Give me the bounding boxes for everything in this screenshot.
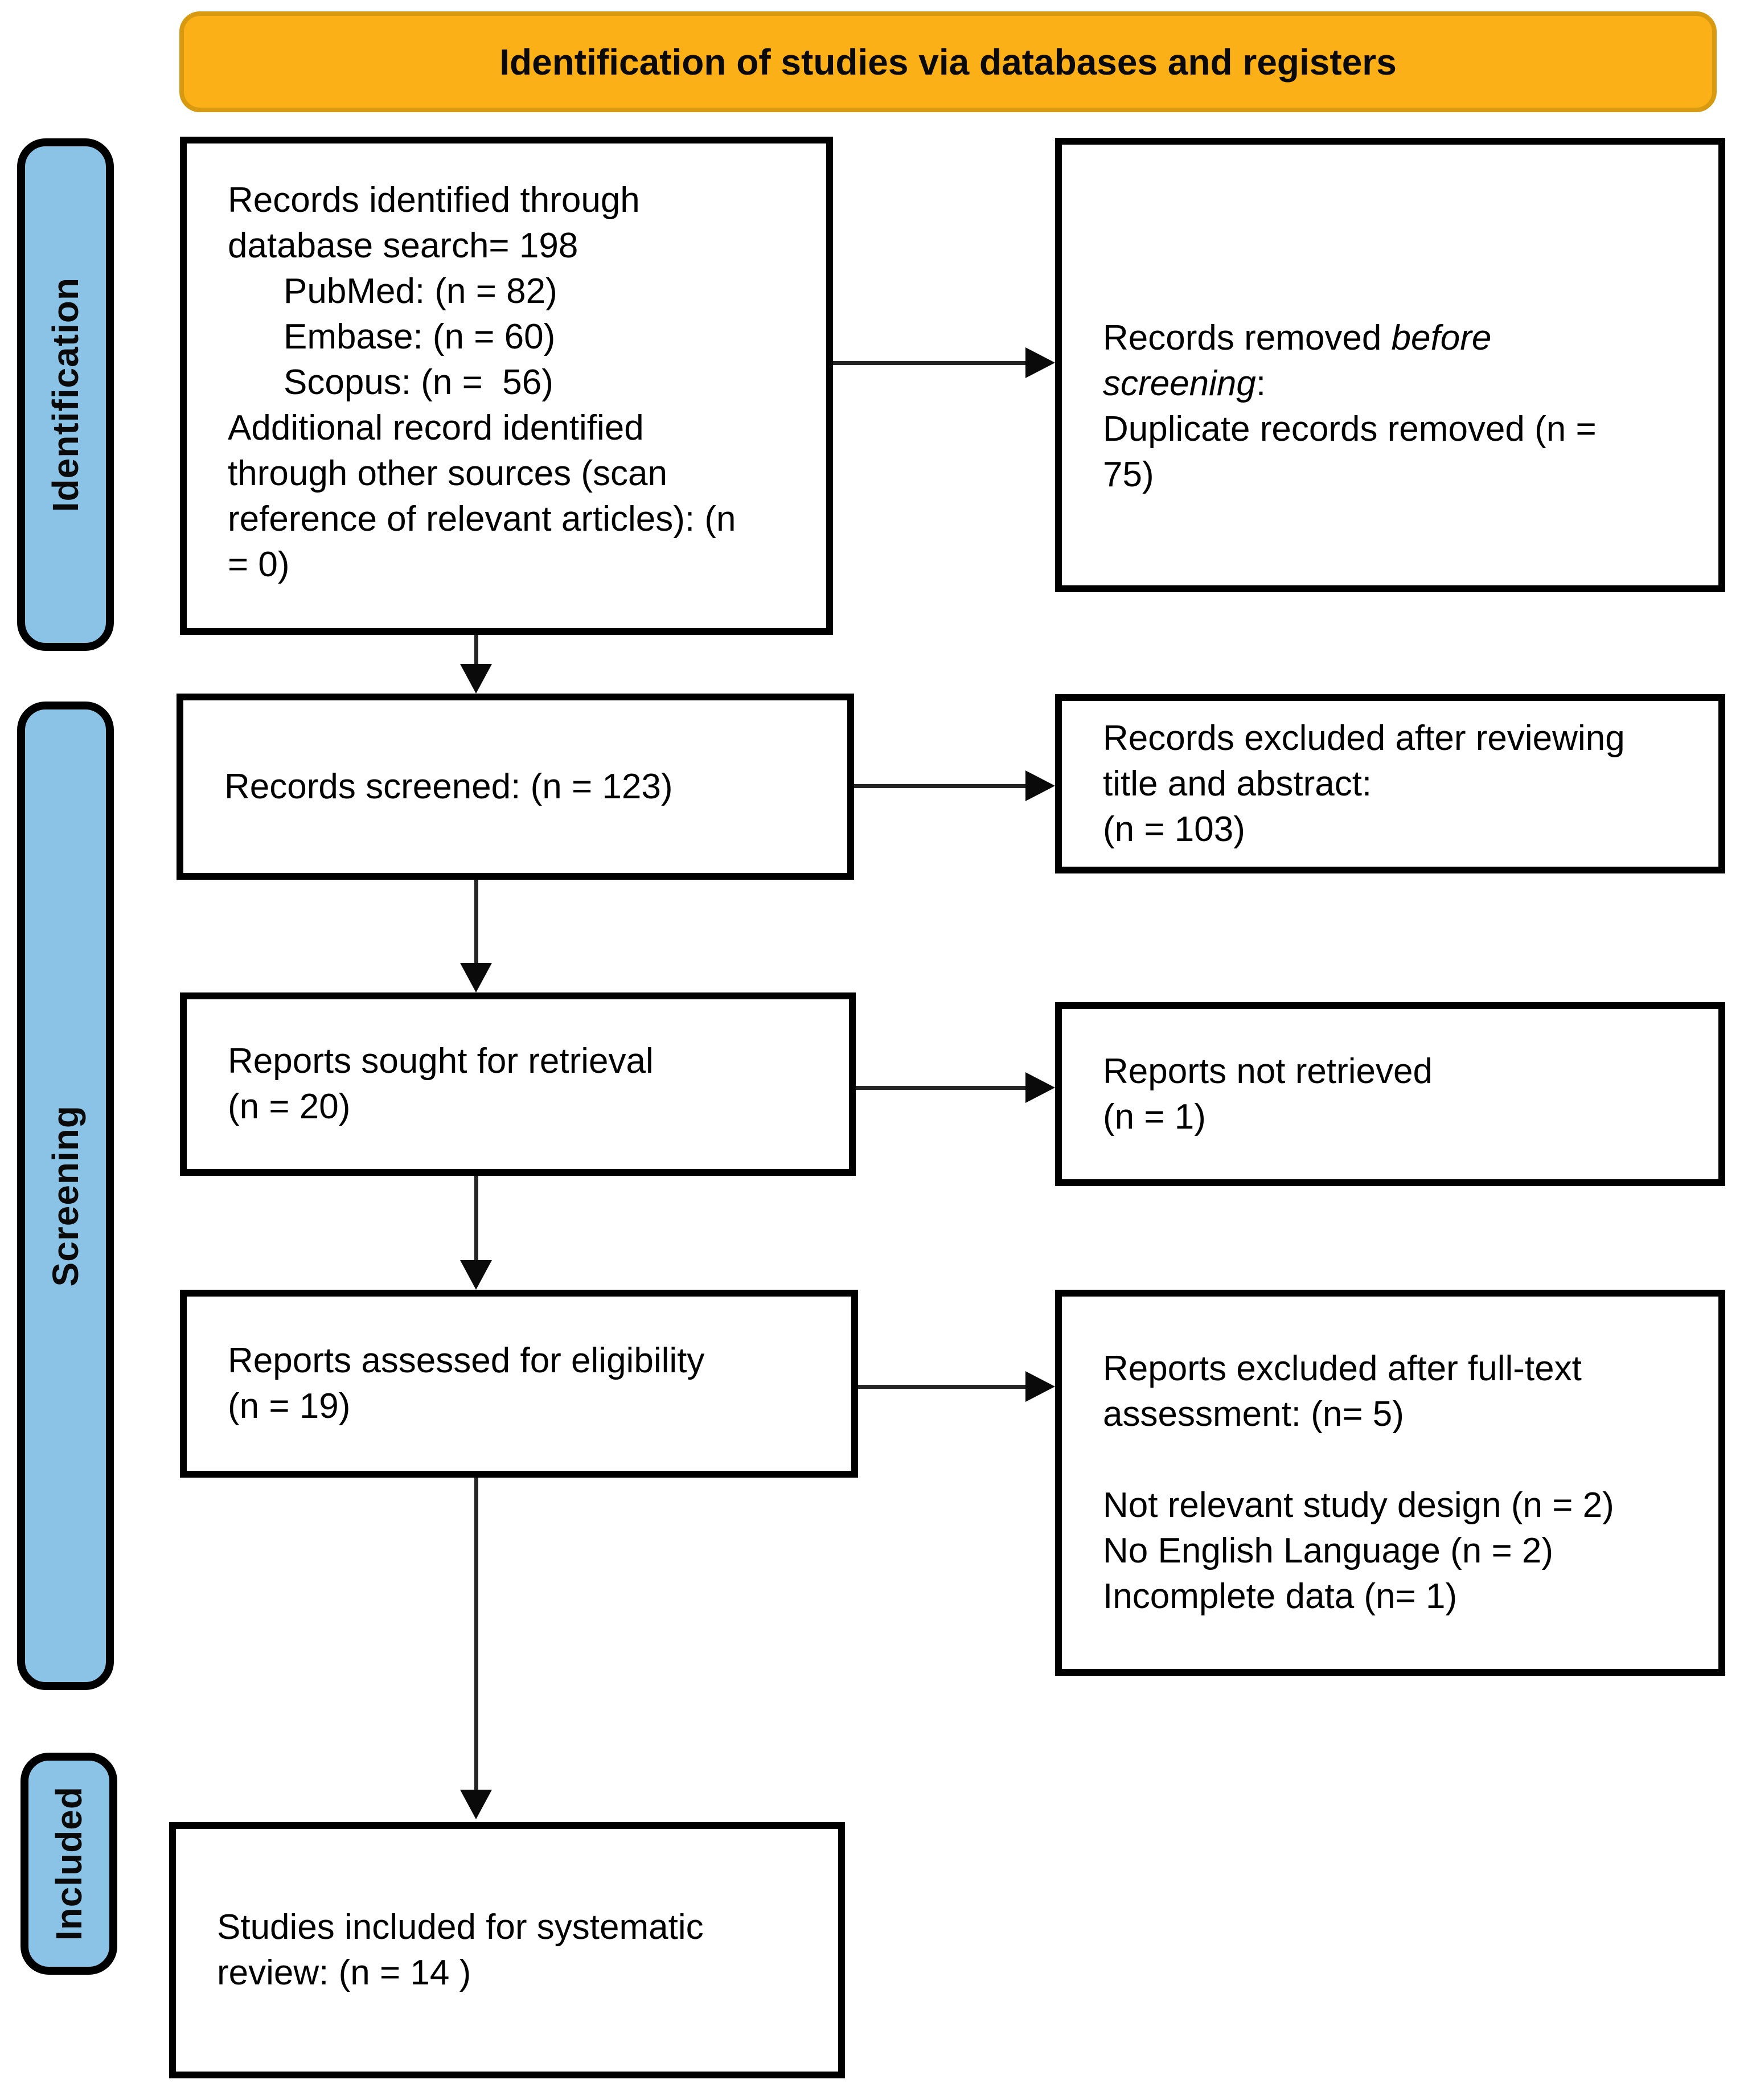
stage-identification-label: Identification <box>45 277 86 512</box>
arrow-right-2-line <box>854 784 1027 788</box>
stage-screening: Screening <box>17 702 114 1690</box>
line: Incomplete data (n= 1) <box>1103 1577 1458 1616</box>
box-records-excluded-title-abstract: Records excluded after reviewing title a… <box>1055 694 1725 873</box>
box-reports-not-retrieved: Reports not retrieved (n = 1) <box>1055 1002 1725 1186</box>
stage-included-label: Included <box>48 1786 89 1941</box>
line: (n = 19) <box>228 1387 351 1426</box>
arrow-right-4-line <box>858 1385 1027 1389</box>
line: PubMed: (n = 82) <box>284 272 557 311</box>
box-studies-included: Studies included for systematic review: … <box>169 1822 845 2078</box>
banner: Identification of studies via databases … <box>179 11 1717 112</box>
line: Records removed before <box>1103 315 1698 361</box>
line: Records excluded after reviewing <box>1103 718 1625 758</box>
line: = 0) <box>228 545 290 584</box>
line: Embase: (n = 60) <box>284 317 556 356</box>
line: reference of relevant articles): (n <box>228 499 736 539</box>
line: (n = 1) <box>1103 1097 1206 1137</box>
line: No English Language (n = 2) <box>1103 1531 1554 1570</box>
line: review: (n = 14 ) <box>217 1953 471 1992</box>
line: 75) <box>1103 455 1154 494</box>
banner-title: Identification of studies via databases … <box>499 41 1397 83</box>
line: Reports assessed for eligibility <box>228 1341 705 1380</box>
line: database search= 198 <box>228 226 578 265</box>
line: through other sources (scan <box>228 454 667 493</box>
arrow-down-2-head <box>460 963 492 992</box>
line: Not relevant study design (n = 2) <box>1103 1486 1614 1525</box>
line: (n = 103) <box>1103 809 1245 849</box>
line: (n = 20) <box>228 1087 351 1126</box>
arrow-right-1-head <box>1025 347 1055 378</box>
stage-identification: Identification <box>17 138 114 651</box>
line: assessment: (n= 5) <box>1103 1394 1404 1434</box>
box-reports-sought: Reports sought for retrieval (n = 20) <box>180 992 856 1176</box>
arrow-down-3-head <box>460 1260 492 1290</box>
arrow-right-4-head <box>1025 1371 1055 1402</box>
line: Studies included for systematic <box>217 1908 704 1947</box>
text-segment: Records removed <box>1103 318 1392 358</box>
arrow-down-4-head <box>460 1790 492 1819</box>
line: Reports sought for retrieval <box>228 1041 654 1081</box>
box-reports-excluded-fulltext: Reports excluded after full-text assessm… <box>1055 1290 1725 1676</box>
line <box>1103 1437 1698 1483</box>
line: Records identified through <box>228 181 640 220</box>
line: Additional record identified <box>228 408 644 448</box>
line: Reports not retrieved <box>1103 1051 1433 1091</box>
stage-screening-label: Screening <box>45 1105 86 1287</box>
line: Records screened: (n = 123) <box>224 766 673 806</box>
arrow-right-1-line <box>833 361 1027 365</box>
arrow-down-1-line <box>474 635 478 666</box>
line: Scopus: (n = 56) <box>284 363 553 402</box>
arrow-right-3-head <box>1025 1072 1055 1103</box>
box-reports-assessed: Reports assessed for eligibility (n = 19… <box>180 1290 858 1478</box>
line: Duplicate records removed (n = <box>1103 409 1597 449</box>
arrow-down-3-line <box>474 1176 478 1260</box>
box-records-identified: Records identified through database sear… <box>180 137 833 635</box>
italic-segment: screening <box>1103 364 1256 403</box>
box-records-screened: Records screened: (n = 123) <box>177 694 854 880</box>
arrow-right-2-head <box>1025 770 1055 801</box>
line: title and abstract: <box>1103 764 1372 803</box>
italic-segment: before <box>1391 318 1492 358</box>
text-segment: : <box>1255 364 1266 403</box>
line: screening: <box>1103 361 1698 407</box>
arrow-down-2-line <box>474 880 478 963</box>
box-records-removed: Records removed before screening: Duplic… <box>1055 138 1725 592</box>
line: Reports excluded after full-text <box>1103 1349 1582 1388</box>
arrow-right-3-line <box>856 1086 1027 1090</box>
stage-included: Included <box>20 1753 117 1975</box>
arrow-down-1-head <box>460 664 492 694</box>
arrow-down-4-line <box>474 1478 478 1790</box>
